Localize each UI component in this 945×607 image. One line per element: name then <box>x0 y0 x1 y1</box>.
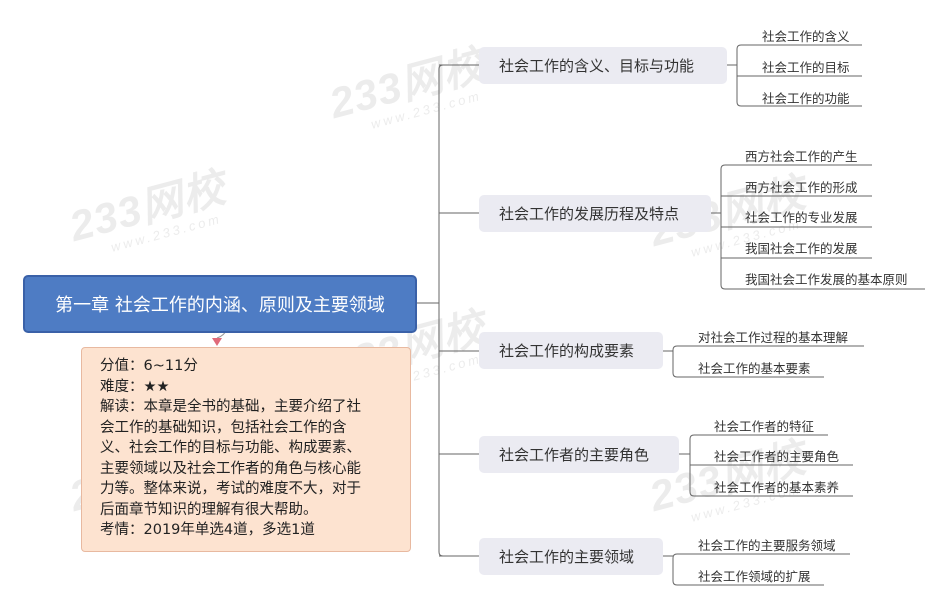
subtopic[interactable]: 我国社会工作发展的基本原则 <box>745 272 908 287</box>
root-topic[interactable]: 第一章 社会工作的内涵、原则及主要领域 <box>23 275 417 333</box>
subtopic[interactable]: 社会工作的专业发展 <box>745 210 858 225</box>
note-line: 力等。整体来说，考试的难度不大，对于 <box>100 481 361 497</box>
branch-label: 社会工作的含义、目标与功能 <box>499 57 695 75</box>
subtopic[interactable]: 社会工作领域的扩展 <box>698 569 811 584</box>
note-line: 后面章节知识的理解有很大帮助。 <box>100 501 318 518</box>
note-line: 难度：★★ <box>100 378 170 395</box>
subtopic[interactable]: 对社会工作过程的基本理解 <box>698 330 849 345</box>
subtopic[interactable]: 我国社会工作的发展 <box>745 241 858 256</box>
root-note: 分值：6~11分 难度：★★ 解读：本章是全书的基础，主要介绍了社 会工作的基础… <box>81 347 411 552</box>
subtopic[interactable]: 西方社会工作的产生 <box>745 149 858 164</box>
subtopic[interactable]: 社会工作者的基本素养 <box>714 480 840 495</box>
subtopic[interactable]: 社会工作的含义 <box>762 29 850 44</box>
branch-topic[interactable]: 社会工作的主要领域 <box>479 538 663 575</box>
subtopic[interactable]: 社会工作的主要服务领域 <box>698 538 836 553</box>
note-line: 主要领域以及社会工作者的角色与核心能 <box>100 460 361 477</box>
note-line: 考情：2019年单选4道，多选1道 <box>100 522 315 538</box>
branch-topic[interactable]: 社会工作的含义、目标与功能 <box>479 47 727 84</box>
subtopic[interactable]: 社会工作者的主要角色 <box>714 449 840 464</box>
subtopic[interactable]: 社会工作的功能 <box>762 91 850 106</box>
note-line: 义、社会工作的目标与功能、构成要素、 <box>100 440 361 456</box>
root-topic-label: 第一章 社会工作的内涵、原则及主要领域 <box>55 295 385 316</box>
branch-label: 社会工作的构成要素 <box>499 342 635 360</box>
branch-topic[interactable]: 社会工作者的主要角色 <box>479 436 679 473</box>
branch-label: 社会工作的发展历程及特点 <box>499 205 680 223</box>
subtopic[interactable]: 社会工作者的特征 <box>714 419 815 434</box>
note-line: 分值：6~11分 <box>100 358 198 374</box>
subtopic[interactable]: 社会工作的目标 <box>762 60 850 75</box>
branch-topic[interactable]: 社会工作的发展历程及特点 <box>479 195 711 232</box>
note-pin-icon <box>212 338 222 346</box>
note-line: 解读：本章是全书的基础，主要介绍了社 <box>100 399 361 415</box>
branch-topic[interactable]: 社会工作的构成要素 <box>479 332 663 369</box>
subtopic[interactable]: 西方社会工作的形成 <box>745 180 858 195</box>
subtopic[interactable]: 社会工作的基本要素 <box>698 361 811 376</box>
branch-label: 社会工作的主要领域 <box>499 548 635 566</box>
note-line: 会工作的基础知识，包括社会工作的含 <box>100 419 347 436</box>
branch-label: 社会工作者的主要角色 <box>499 446 650 464</box>
